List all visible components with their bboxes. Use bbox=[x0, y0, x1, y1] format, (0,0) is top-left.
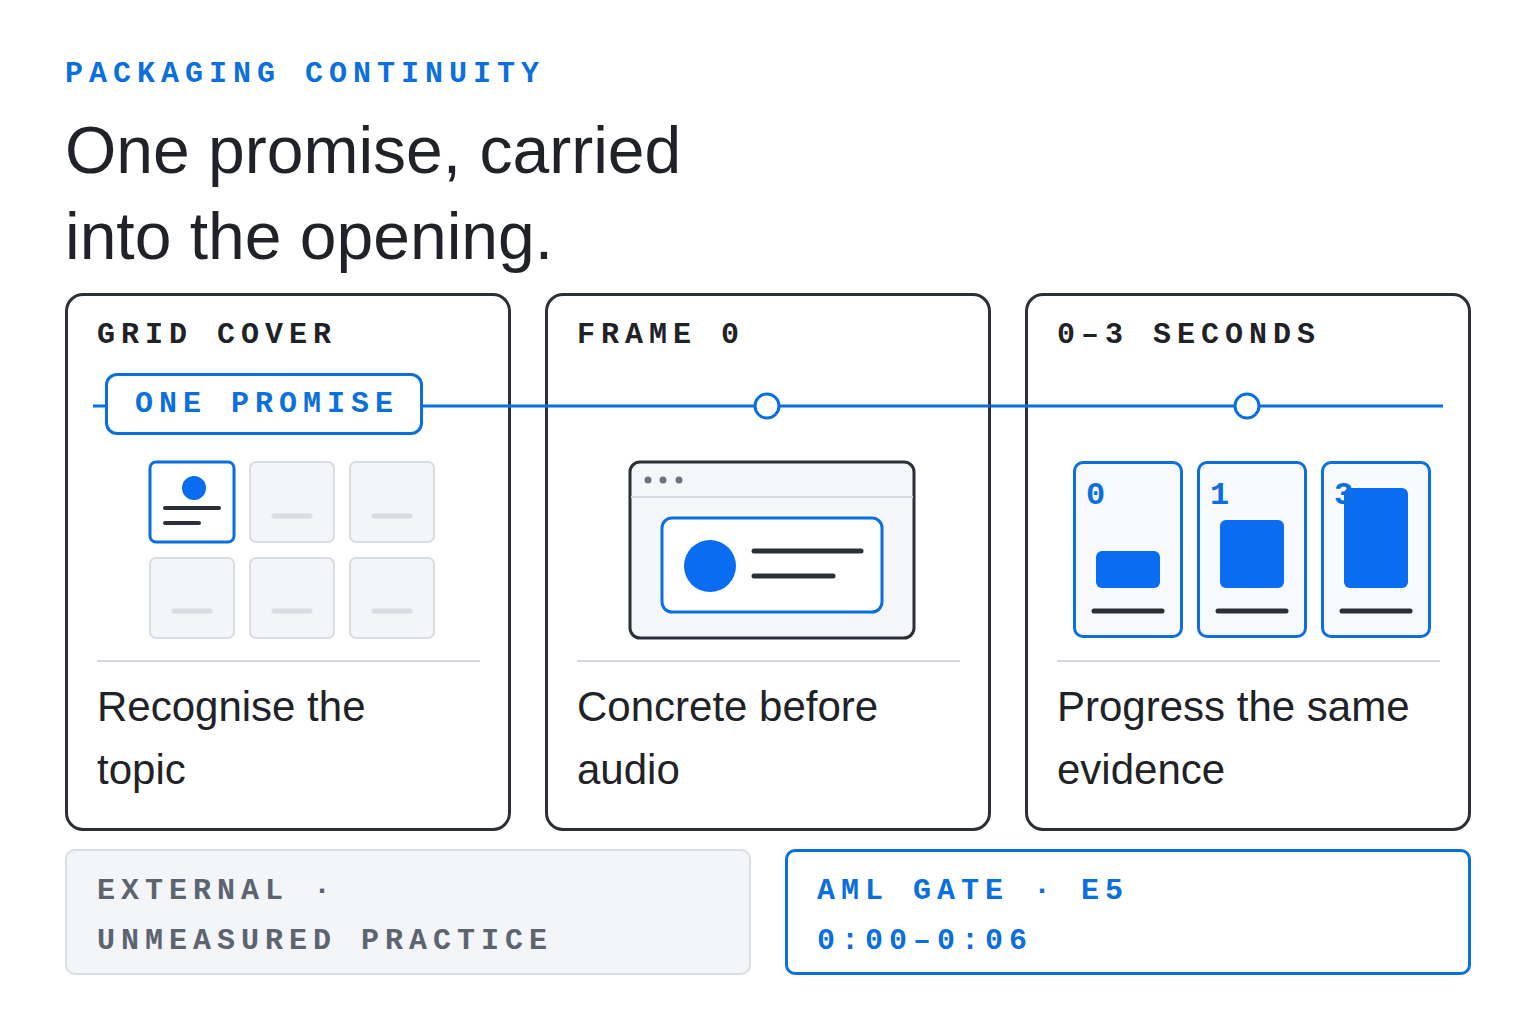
stage-card: ONE PROMISE GRID COVER Recognise the topic bbox=[65, 293, 511, 831]
timeline-connector bbox=[991, 405, 1025, 408]
diagram-title: One promise, carried into the opening. bbox=[65, 107, 745, 279]
frame-number: 3 bbox=[1334, 478, 1353, 514]
gate-time: 0:00–0:06 bbox=[817, 916, 1033, 966]
card-heading: GRID COVER bbox=[97, 317, 337, 353]
card-heading: 0–3 SECONDS bbox=[1057, 317, 1321, 353]
progress-frame: 1 bbox=[1197, 461, 1307, 638]
note-text: EXTERNAL · UNMEASURED PRACTICE bbox=[97, 866, 567, 966]
promise-pill: ONE PROMISE bbox=[105, 373, 423, 435]
progress-frame: 3 bbox=[1321, 461, 1431, 638]
pill-label: ONE PROMISE bbox=[108, 376, 420, 432]
stage-card: 0 1 3 0–3 SECONDS Progress the same evidence bbox=[1025, 293, 1471, 831]
progress-frame: 0 bbox=[1073, 461, 1183, 638]
card-body: Progress the same evidence bbox=[1057, 675, 1417, 801]
note-box: EXTERNAL · UNMEASURED PRACTICE bbox=[65, 849, 751, 975]
gate-box: AML GATE · E50:00–0:06 bbox=[785, 849, 1471, 975]
gate-label: AML GATE · E5 bbox=[817, 866, 1129, 916]
card-body: Concrete before audio bbox=[577, 675, 937, 801]
card-heading: FRAME 0 bbox=[577, 317, 745, 353]
frame-number: 1 bbox=[1210, 478, 1229, 514]
stage-card: FRAME 0 Concrete before audio bbox=[545, 293, 991, 831]
eyebrow-label: PACKAGING CONTINUITY bbox=[65, 56, 545, 92]
frame-number: 0 bbox=[1086, 478, 1105, 514]
card-body: Recognise the topic bbox=[97, 675, 457, 801]
